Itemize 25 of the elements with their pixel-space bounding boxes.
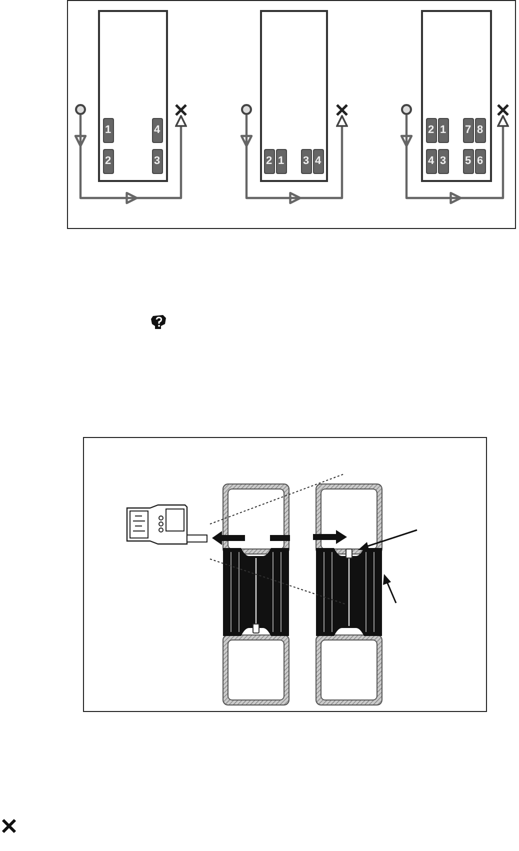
tire-number: 7 bbox=[462, 118, 474, 142]
tire-number: 1 bbox=[102, 118, 114, 142]
tire-number: 5 bbox=[462, 148, 474, 174]
tire-number: 2 bbox=[426, 118, 436, 142]
end-cross bbox=[175, 104, 187, 116]
start-circle bbox=[241, 104, 252, 115]
tire-number: 2 bbox=[264, 148, 274, 174]
tire-number: 4 bbox=[312, 148, 324, 174]
tire-number: 3 bbox=[438, 148, 448, 174]
start-circle bbox=[75, 104, 86, 115]
tire-number: 4 bbox=[426, 148, 436, 174]
end-cross bbox=[497, 104, 509, 116]
vehicle-outline bbox=[260, 10, 328, 182]
tire-number: 3 bbox=[152, 148, 162, 174]
tire-number: 4 bbox=[152, 118, 162, 142]
tire-number: 3 bbox=[300, 148, 312, 174]
vehicle-outline bbox=[421, 10, 492, 182]
vehicle-outline bbox=[98, 10, 168, 182]
tire-number: 6 bbox=[474, 148, 486, 174]
tire-number: 8 bbox=[474, 118, 486, 142]
start-circle bbox=[401, 104, 412, 115]
tire-number: 1 bbox=[276, 148, 286, 174]
tire-number: 2 bbox=[102, 148, 114, 174]
end-cross bbox=[336, 104, 348, 116]
tire-number: 1 bbox=[438, 118, 448, 142]
